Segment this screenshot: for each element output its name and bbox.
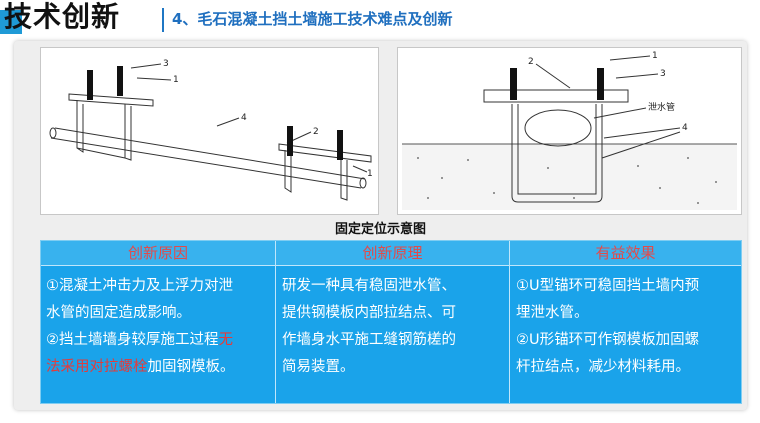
text-span: 加固钢模板。 xyxy=(147,359,235,375)
header-beneficial-effect: 有益效果 xyxy=(510,241,741,265)
figure-caption: 固定定位示意图 xyxy=(334,222,426,237)
text-line: ①U型锚环可稳固挡土墙内预 xyxy=(516,278,700,294)
fig-left-label-3: 3 xyxy=(163,59,169,69)
text-line: 法采用对拉螺栓加固钢模板。 xyxy=(46,354,272,381)
figure-right: 2 1 3 泄水管 4 xyxy=(397,47,742,215)
text-line: ②U形锚环可作钢模板加固螺 xyxy=(516,332,700,348)
section-title: 4、毛石混凝土挡土墙施工技术难点及创新 xyxy=(172,10,453,28)
title-divider xyxy=(162,8,164,32)
text-span: ②挡土墙墙身较厚施工过程 xyxy=(46,332,219,348)
header: 技术创新 4、毛石混凝土挡土墙施工技术难点及创新 xyxy=(0,0,760,40)
column-divider xyxy=(275,241,276,403)
text-line: ②挡土墙墙身较厚施工过程无 xyxy=(46,327,272,354)
cell-innovation-reason: ①混凝土冲击力及上浮力对泄 水管的固定造成影响。 ②挡土墙墙身较厚施工过程无 法… xyxy=(46,273,272,381)
fig-right-label-3: 3 xyxy=(660,69,666,79)
text-line: 提供钢模板内部拉结点、可 xyxy=(282,305,456,321)
cell-beneficial-effect: ①U型锚环可稳固挡土墙内预 埋泄水管。 ②U形锚环可作钢模板加固螺 杆拉结点，减… xyxy=(516,273,736,381)
content-panel: 3 1 4 2 1 xyxy=(14,41,747,410)
anchor-section-drawing: 2 1 3 泄水管 4 xyxy=(402,51,737,210)
text-line: 水管的固定造成影响。 xyxy=(46,300,272,327)
fig-right-label-1: 1 xyxy=(652,51,658,61)
fig-right-label-2: 2 xyxy=(528,57,534,67)
cell-innovation-principle: 研发一种具有稳固泄水管、 提供钢模板内部拉结点、可 作墙身水平施工缝钢筋槎的 简… xyxy=(282,273,504,381)
column-divider xyxy=(509,241,510,403)
fig-left-label-2: 2 xyxy=(313,127,319,137)
text-line: 简易装置。 xyxy=(282,359,355,375)
header-innovation-reason: 创新原因 xyxy=(41,241,275,265)
fig-left-label-1a: 1 xyxy=(173,75,179,85)
text-line: 作墙身水平施工缝钢筋槎的 xyxy=(282,332,456,348)
fig-right-label-drain-pipe: 泄水管 xyxy=(648,101,675,113)
text-line: 杆拉结点，减少材料耗用。 xyxy=(516,359,690,375)
text-line: 埋泄水管。 xyxy=(516,305,589,321)
fig-left-label-4: 4 xyxy=(241,113,247,123)
text-span: 水管的固定造成影响。 xyxy=(46,305,191,321)
highlight-span: 无 xyxy=(218,332,234,348)
header-divider xyxy=(41,265,741,266)
text-line: 研发一种具有稳固泄水管、 xyxy=(282,278,456,294)
innovation-table: 创新原因 创新原理 有益效果 ①混凝土冲击力及上浮力对泄 水管的固定造成影响。 … xyxy=(40,240,742,404)
text-line: ①混凝土冲击力及上浮力对泄 xyxy=(46,273,272,300)
highlight-span: 法采用对拉螺栓 xyxy=(46,359,148,375)
fig-right-label-4: 4 xyxy=(682,123,688,133)
text-span: ①混凝土冲击力及上浮力对泄 xyxy=(46,278,233,294)
figure-left: 3 1 4 2 1 xyxy=(40,47,379,215)
anchor-bracket-3d-drawing: 3 1 4 2 1 xyxy=(49,59,373,201)
header-innovation-principle: 创新原理 xyxy=(276,241,509,265)
page-title: 技术创新 xyxy=(4,0,121,33)
fig-left-label-1b: 1 xyxy=(367,169,373,179)
accent-bar xyxy=(0,10,22,34)
